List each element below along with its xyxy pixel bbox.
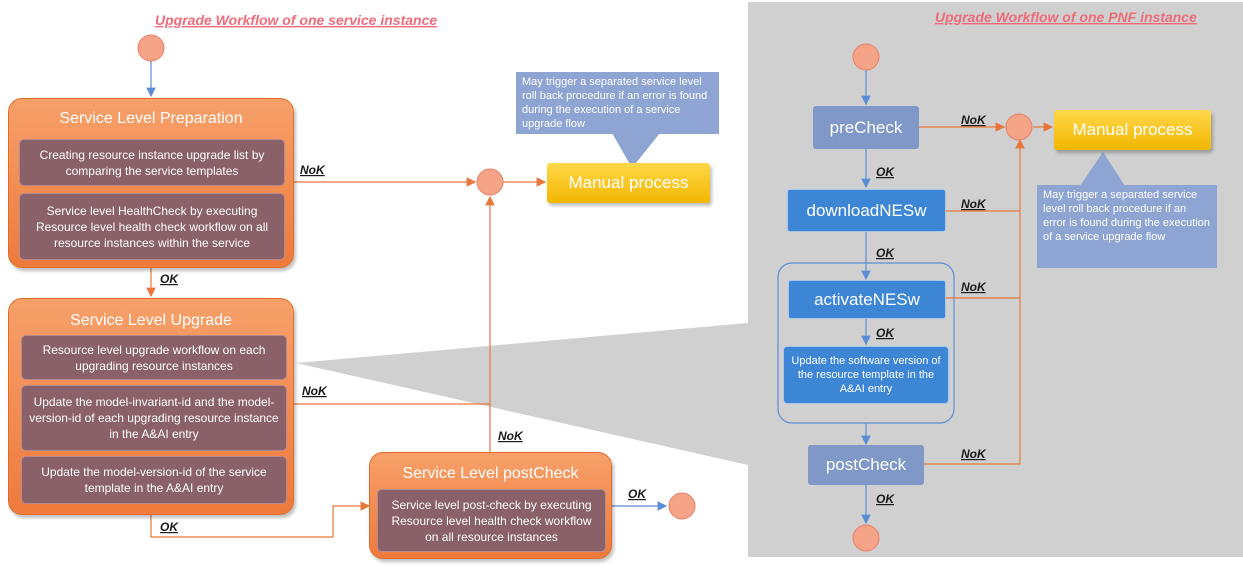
pnf-rollback-note: May trigger a separated service level ro… [1037,185,1217,268]
ok-label-postcheck: OK [628,487,647,501]
service-level-upgrade: Service Level Upgrade Resource level upg… [8,298,294,515]
service-merge-node [476,168,504,196]
upgrade-item-resource-workflow: Resource level upgrade workflow on each … [21,335,287,380]
nok-label-pnf-postcheck: NoK [961,447,987,461]
ok-label-activate: OK [876,326,895,340]
postcheck-title: Service Level postCheck [402,465,579,482]
nok-label-precheck: NoK [961,113,987,127]
service-note-tail [612,133,660,168]
service-level-preparation: Service Level Preparation Creating resou… [8,98,294,268]
preparation-item-healthcheck: Service level HealthCheck by executing R… [19,193,285,260]
pnf-workflow-title: Upgrade Workflow of one PNF instance [935,9,1197,25]
ok-label-upgrade: OK [160,520,179,534]
upgrade-ok-arrow [150,501,371,538]
nok-label-activate: NoK [961,280,987,294]
upgrade-title: Service Level Upgrade [70,312,232,329]
upgrade-item-model-ids: Update the model-invariant-id and the mo… [21,385,287,451]
nok-label-prep: NoK [300,163,326,177]
pnf-note-tail [1080,152,1125,186]
pnf-postcheck-step: postCheck [808,445,924,485]
pnf-postcheck-nok-line [924,138,1025,465]
service-manual-process: Manual process [547,163,710,203]
activate-nesw-step: activateNESw [788,280,946,319]
nok-label-upgrade: NoK [302,384,328,398]
pnf-start-node [852,43,880,71]
service-rollback-note: May trigger a separated service level ro… [516,72,719,134]
pnf-manual-process: Manual process [1054,110,1211,150]
preparation-item-resource-list: Creating resource instance upgrade list … [19,139,285,186]
precheck-step: preCheck [813,106,919,149]
ok-label-download: OK [876,246,895,260]
ok-label-pnf-postcheck: OK [876,492,895,506]
ok-label-precheck: OK [876,165,895,179]
service-end-node [668,492,696,520]
service-workflow-title: Upgrade Workflow of one service instance [155,12,437,28]
service-level-postcheck: Service Level postCheck Service level po… [369,452,612,559]
preparation-title: Service Level Preparation [59,110,243,127]
upgrade-item-service-template: Update the model-version-id of the servi… [21,456,287,504]
service-start-node [137,34,165,62]
update-software-version-step: Update the software version of the resou… [783,346,949,404]
zoom-wedge [296,323,748,465]
nok-label-postcheck: NoK [498,429,524,443]
postcheck-item-healthcheck: Service level post-check by executing Re… [377,489,606,552]
pnf-end-node [852,524,880,552]
nok-label-download: NoK [961,197,987,211]
pnf-merge-node [1005,113,1033,141]
download-nesw-step: downloadNESw [787,189,946,232]
ok-label-prep: OK [160,272,179,286]
